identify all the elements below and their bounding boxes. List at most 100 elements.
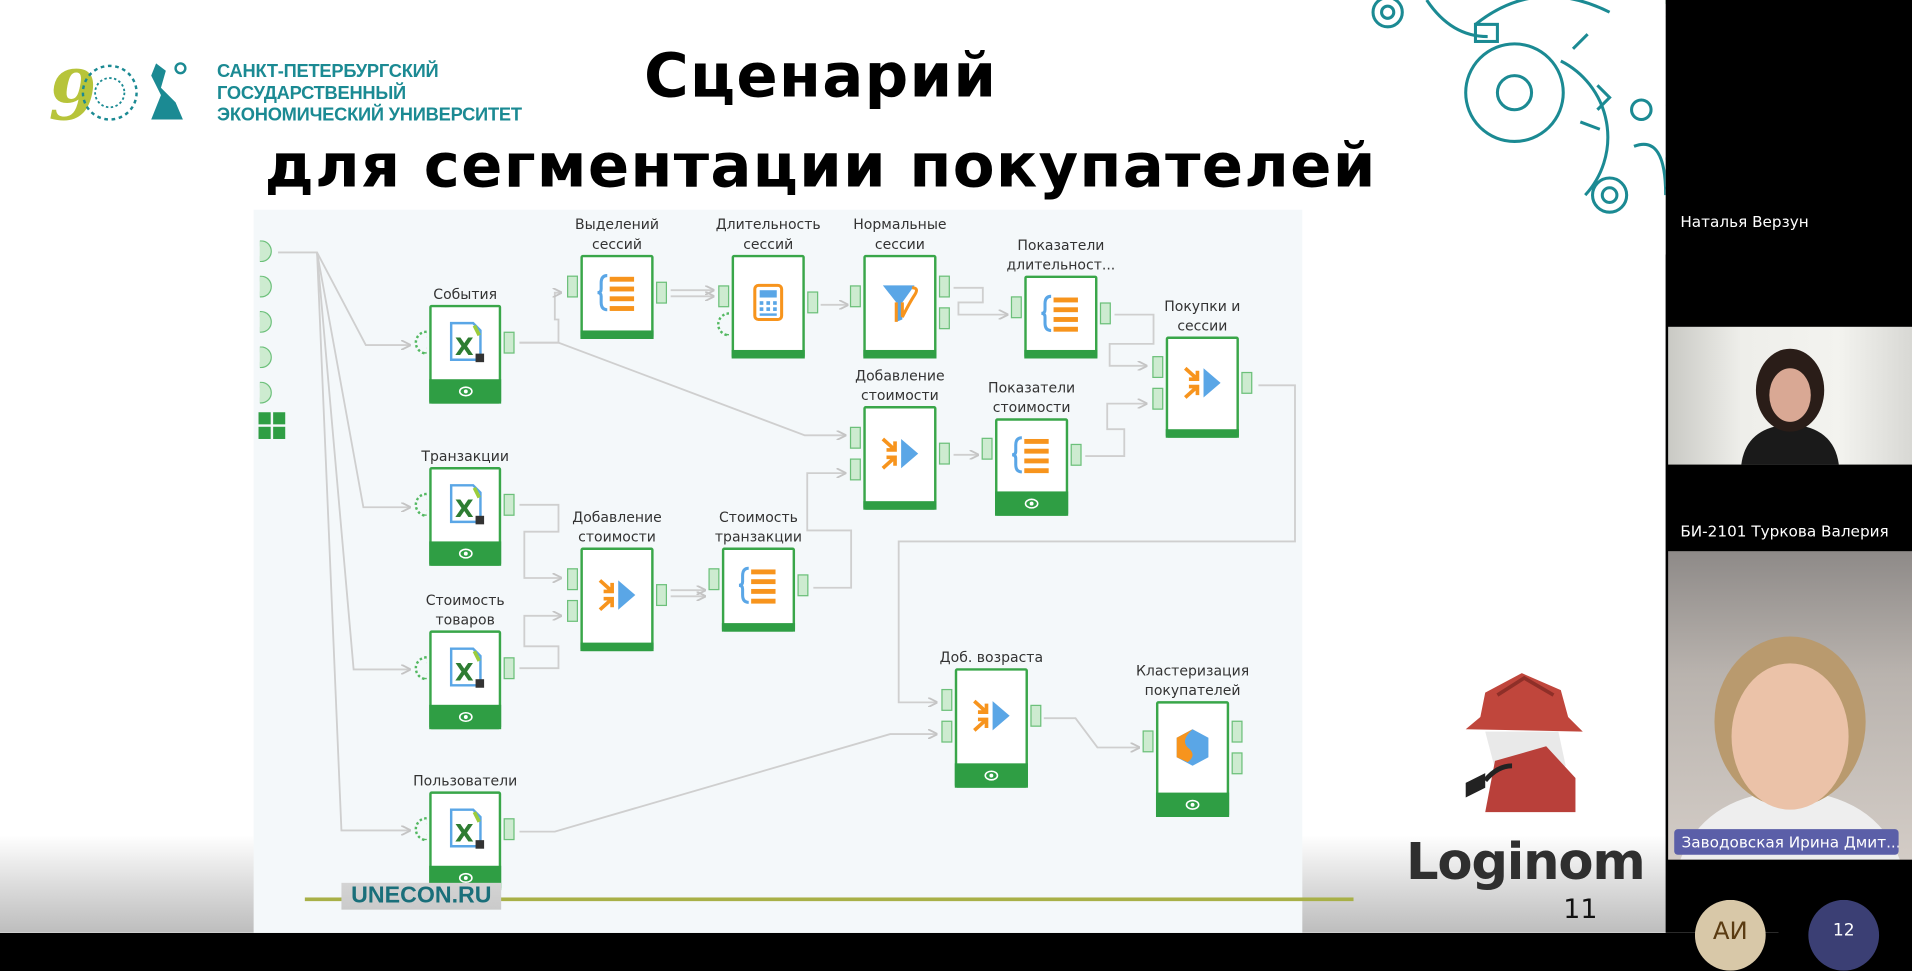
node-preview-footer[interactable] (429, 379, 502, 404)
node-output-port[interactable] (1030, 704, 1042, 727)
node-preview-footer[interactable] (995, 491, 1069, 516)
slide-title-line-2: для сегментации покупателей (264, 130, 1377, 202)
node-purchases-sessions[interactable]: Покупки и сессии (1152, 298, 1253, 438)
node-input-port[interactable] (567, 275, 578, 298)
node-input-port[interactable] (941, 688, 953, 711)
node-input-port[interactable] (1142, 729, 1154, 752)
node-customer-clustering[interactable]: Кластеризация покупателей (1136, 662, 1249, 817)
node-add-cost-bottom[interactable]: Добавление стоимости (567, 508, 668, 652)
node-input-port[interactable] (567, 568, 578, 591)
university-name-line: ГОСУДАРСТВЕННЫЙ (217, 82, 406, 104)
eye-icon[interactable] (1185, 799, 1200, 811)
node-input-port[interactable] (1152, 356, 1164, 379)
participant-silhouette-icon (1680, 636, 1900, 860)
node-preview-footer[interactable] (954, 763, 1028, 788)
edge (1108, 313, 1155, 366)
node-output-port[interactable] (1099, 301, 1111, 324)
participant-video[interactable] (1668, 326, 1912, 465)
node-footer (1024, 349, 1098, 359)
join-merge-icon (1180, 361, 1224, 405)
node-output-port[interactable] (656, 281, 668, 304)
eye-icon[interactable] (458, 385, 473, 397)
node-optional-input-port[interactable] (414, 329, 427, 355)
node-output-port[interactable] (503, 331, 515, 354)
node-cost-metrics[interactable]: Показатели стоимости (981, 379, 1082, 516)
node-optional-input-port[interactable] (414, 816, 427, 841)
node-input-port[interactable] (849, 426, 861, 449)
anniversary-90-logo-icon: 9 (49, 59, 187, 127)
calculation-list-icon (1039, 291, 1083, 335)
node-input-port[interactable] (941, 720, 953, 743)
edge (519, 616, 560, 670)
university-logo: 9 САНКТ-ПЕТЕРБУРГСКИЙ ГОСУДАРСТВЕННЫЙ ЭК… (49, 56, 537, 129)
node-duration-metrics[interactable]: Показатели длительност... (1006, 237, 1115, 359)
node-session-extract[interactable]: Выделений сессий (567, 216, 668, 339)
node-label: Длительность сессий (715, 215, 821, 253)
node-output-port[interactable] (503, 493, 515, 516)
eye-icon[interactable] (1024, 498, 1039, 510)
edge (519, 503, 560, 578)
website-link[interactable]: UNECON.RU (341, 882, 502, 910)
participants-panel: Наталья Верзун БИ-2101 Туркова Валерия З… (1665, 0, 1912, 971)
node-output-port[interactable] (503, 817, 515, 840)
clustering-hexagon-icon (1171, 725, 1215, 769)
university-name: САНКТ-ПЕТЕРБУРГСКИЙ ГОСУДАРСТВЕННЫЙ ЭКОН… (217, 61, 522, 127)
eye-icon[interactable] (458, 872, 473, 884)
node-label: Транзакции (421, 447, 509, 465)
node-input-port[interactable] (718, 285, 730, 308)
eye-icon[interactable] (984, 769, 999, 781)
edge (278, 251, 410, 345)
node-output-port[interactable] (656, 584, 668, 607)
node-input-port[interactable] (849, 458, 861, 481)
node-input-port[interactable] (708, 568, 720, 591)
node-input-port[interactable] (1152, 387, 1164, 410)
node-output-port[interactable] (938, 442, 950, 465)
node-optional-input-port[interactable] (414, 492, 427, 517)
node-input-port[interactable] (567, 599, 578, 622)
node-output-port[interactable] (807, 291, 819, 314)
university-name-line: ЭКОНОМИЧЕСКИЙ УНИВЕРСИТЕТ (217, 104, 522, 126)
node-input-port[interactable] (981, 437, 993, 460)
node-label: Стоимость транзакции (714, 508, 803, 546)
node-output-port[interactable] (503, 656, 515, 679)
node-add-cost-top[interactable]: Добавление стоимости (849, 367, 950, 510)
variables-grid-icon[interactable] (258, 412, 286, 439)
node-output-port[interactable] (1070, 443, 1082, 466)
node-label: Добавление стоимости (855, 367, 945, 404)
node-output-port[interactable] (797, 574, 809, 597)
node-preview-footer[interactable] (429, 541, 502, 566)
node-label: Выделений сессий (574, 215, 660, 253)
participant-name-badge: Заводовская Ирина Дмит... (1674, 829, 1899, 855)
node-output-port[interactable] (1231, 720, 1243, 742)
node-output-port[interactable] (938, 307, 950, 330)
node-footer (580, 642, 654, 652)
node-output-port[interactable] (938, 275, 950, 298)
node-output-port[interactable] (1231, 751, 1243, 774)
node-label: Показатели стоимости (988, 379, 1076, 416)
more-participants-button[interactable]: 12 (1808, 899, 1880, 971)
participant-avatar[interactable]: АИ (1694, 899, 1766, 971)
participant-name: БИ-2101 Туркова Валерия (1680, 521, 1889, 541)
eye-icon[interactable] (458, 548, 473, 560)
eye-icon[interactable] (458, 711, 473, 723)
node-input-port[interactable] (849, 285, 861, 308)
node-preview-footer[interactable] (1155, 792, 1230, 817)
calculator-icon (746, 280, 790, 324)
node-session-duration[interactable]: Длительность сессий (716, 216, 821, 359)
node-transaction-cost[interactable]: Стоимость транзакции (708, 508, 809, 632)
node-input-port[interactable] (1010, 295, 1022, 318)
node-optional-input-port[interactable] (717, 312, 730, 337)
participant-video[interactable] (1668, 551, 1912, 860)
node-normal-sessions[interactable]: Нормальные сессии (849, 216, 950, 359)
node-optional-input-port[interactable] (414, 655, 427, 680)
calculation-list-icon (1010, 433, 1054, 477)
node-add-age[interactable]: Доб. возраста (940, 649, 1043, 788)
node-output-port[interactable] (1241, 371, 1253, 394)
node-preview-footer[interactable] (429, 704, 502, 730)
node-label: Нормальные сессии (853, 215, 947, 253)
